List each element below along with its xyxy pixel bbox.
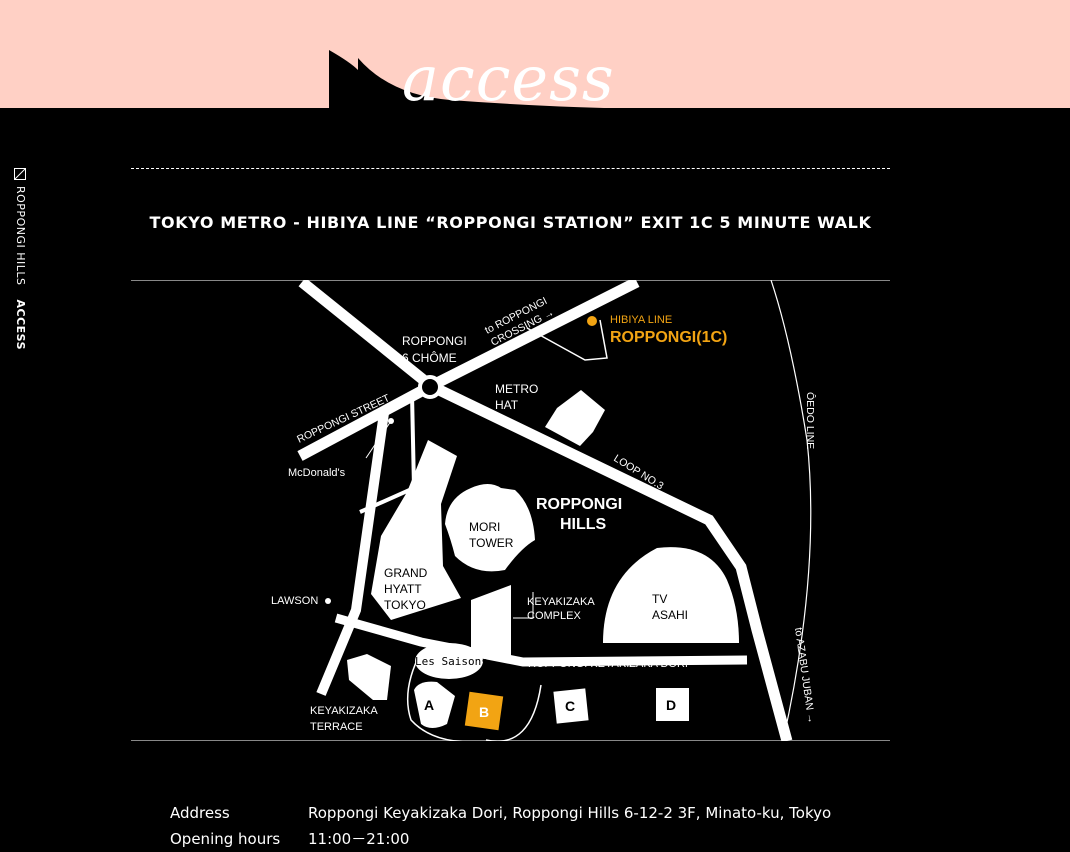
block-b-highlight <box>464 691 504 731</box>
nav-roppongi-hills[interactable]: ROPPONGI HILLS <box>14 186 27 286</box>
label-tv-1: TV <box>652 592 667 606</box>
info-table: Address Roppongi Keyakizaka Dori, Roppon… <box>170 800 831 852</box>
label-station: ROPPONGI(1C) <box>610 329 727 346</box>
page-title: access <box>402 42 615 115</box>
grand-hyatt-building <box>371 440 461 620</box>
access-headline: TOKYO METRO - HIBIYA LINE “ROPPONGI STAT… <box>149 213 872 232</box>
hours-value: 11:00－21:00 <box>308 830 410 848</box>
header-shape <box>329 50 604 108</box>
label-grand-3: TOKYO <box>384 598 426 612</box>
lawson-marker <box>325 598 331 604</box>
block-c-building <box>553 688 589 724</box>
label-keyakizaka-complex-2: COMPLEX <box>527 610 581 622</box>
label-block-a: A <box>424 697 434 713</box>
label-mori-2: TOWER <box>469 536 514 550</box>
label-roppongi-6chome-1: ROPPONGI <box>402 334 467 348</box>
nav-access[interactable]: ACCESS <box>14 299 27 351</box>
header-band <box>0 0 1070 108</box>
label-metro-hat-2: HAT <box>495 398 519 412</box>
label-grand-1: GRAND <box>384 566 428 580</box>
label-hibiya-line: HIBIYA LINE <box>610 314 672 326</box>
label-grand-2: HYATT <box>384 582 422 596</box>
address-value: Roppongi Keyakizaka Dori, Roppongi Hills… <box>308 804 832 822</box>
label-mcdonalds: McDonald's <box>288 467 346 479</box>
label-block-c: C <box>565 698 575 714</box>
west-road <box>316 412 389 696</box>
keyakizaka-complex-building <box>471 585 511 658</box>
tv-asahi-building <box>603 547 739 643</box>
label-roppongi-hills-1: ROPPONGI <box>536 496 622 513</box>
label-keyakizaka-terrace-1: KEYAKIZAKA <box>310 705 378 717</box>
metro-hat-building <box>545 390 605 446</box>
loop-road <box>428 381 793 741</box>
info-row-address: Address Roppongi Keyakizaka Dori, Roppon… <box>170 800 831 826</box>
terrace-curve-2 <box>485 684 542 741</box>
les-saisons-bubble <box>415 643 483 679</box>
metro-hat-outline <box>526 319 608 361</box>
road-to-crossing <box>428 280 640 391</box>
mori-tower-building <box>445 484 535 572</box>
label-les-saisons: Les Saisons <box>415 655 488 668</box>
address-label: Address <box>170 804 230 822</box>
divider <box>131 168 890 169</box>
mcdonalds-leader <box>365 420 392 459</box>
buildings <box>347 390 739 731</box>
label-mori-1: MORI <box>469 520 500 534</box>
crossing-marker <box>418 375 442 399</box>
label-keyakizaka-dori: ROPPONGI KEYAKIZAKA DÔRI <box>528 657 688 670</box>
road-nw <box>298 280 435 391</box>
label-keyakizaka-terrace-2: TERRACE <box>310 721 363 733</box>
access-map: ROPPONGI 6 CHÔME to ROPPONGI CROSSING → … <box>131 280 890 741</box>
label-block-d: D <box>666 697 676 713</box>
oedo-line <box>770 280 812 741</box>
label-tv-2: ASAHI <box>652 608 688 622</box>
block-a-building <box>414 681 455 728</box>
label-keyakizaka-complex-1: KEYAKIZAKA <box>527 596 595 608</box>
logo-icon <box>14 168 26 180</box>
info-row-hours: Opening hours 11:00－21:00 <box>170 826 831 852</box>
label-roppongi-6chome-2: 6 CHÔME <box>402 350 457 365</box>
label-metro-hat-1: METRO <box>495 382 538 396</box>
hours-label: Opening hours <box>170 830 281 848</box>
keyakizaka-terrace-building <box>347 654 391 700</box>
roppongi-street-road <box>297 381 434 461</box>
block-d-building <box>656 688 689 721</box>
station-marker <box>587 316 597 326</box>
label-roppongi-hills-2: HILLS <box>560 516 607 533</box>
label-block-b: B <box>479 704 489 720</box>
terrace-curve <box>406 651 464 741</box>
label-oedo-line: ÔEDO LINE <box>804 392 817 449</box>
label-lawson: LAWSON <box>271 595 318 607</box>
